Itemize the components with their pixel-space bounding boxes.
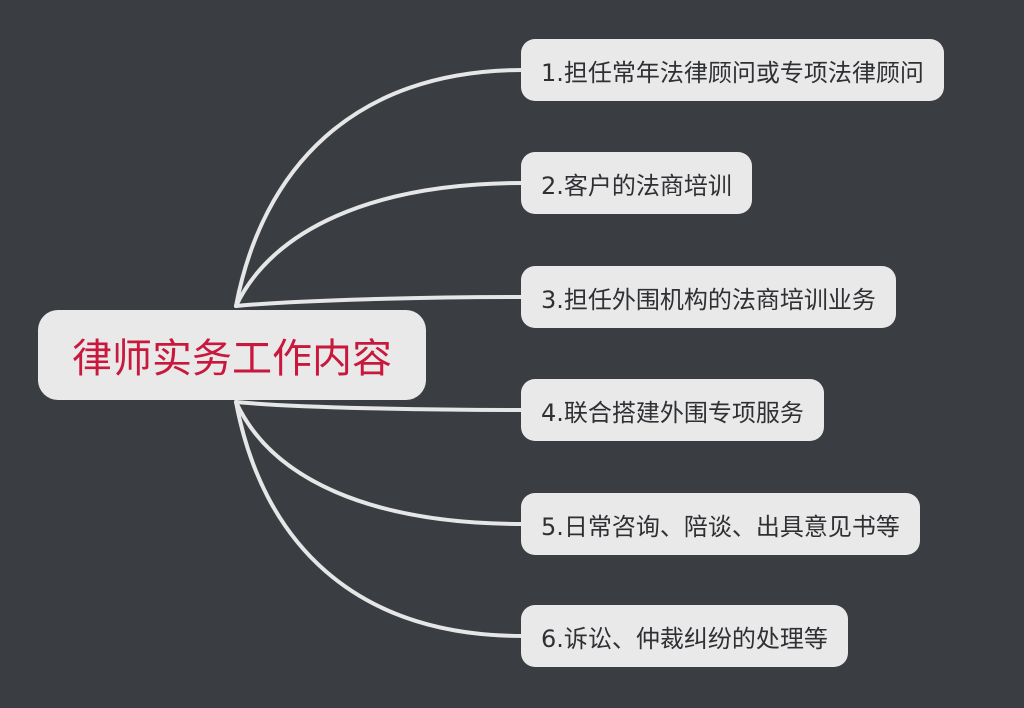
root-topic[interactable]: 律师实务工作内容 [38, 310, 426, 400]
connector-3 [234, 295, 525, 308]
subtopic-5-label: 5.日常咨询、陪谈、出具意见书等 [541, 512, 900, 541]
subtopic-5[interactable]: 5.日常咨询、陪谈、出具意见书等 [521, 493, 920, 555]
subtopic-6[interactable]: 6.诉讼、仲裁纠纷的处理等 [521, 605, 848, 667]
connector-2 [234, 181, 525, 308]
subtopic-4-label: 4.联合搭建外围专项服务 [541, 398, 804, 427]
subtopic-2[interactable]: 2.客户的法商培训 [521, 152, 752, 214]
subtopic-4[interactable]: 4.联合搭建外围专项服务 [521, 379, 824, 441]
root-topic-label: 律师实务工作内容 [72, 336, 392, 382]
connector-4 [234, 400, 525, 412]
subtopic-6-label: 6.诉讼、仲裁纠纷的处理等 [541, 624, 828, 653]
subtopic-1-label: 1.担任常年法律顾问或专项法律顾问 [541, 58, 924, 87]
subtopic-3[interactable]: 3.担任外围机构的法商培训业务 [521, 266, 896, 328]
subtopic-2-label: 2.客户的法商培训 [541, 171, 732, 200]
connector-6 [234, 400, 525, 638]
connector-1 [234, 68, 525, 308]
connector-5 [234, 400, 525, 526]
subtopic-1[interactable]: 1.担任常年法律顾问或专项法律顾问 [521, 39, 944, 101]
subtopic-3-label: 3.担任外围机构的法商培训业务 [541, 285, 876, 314]
